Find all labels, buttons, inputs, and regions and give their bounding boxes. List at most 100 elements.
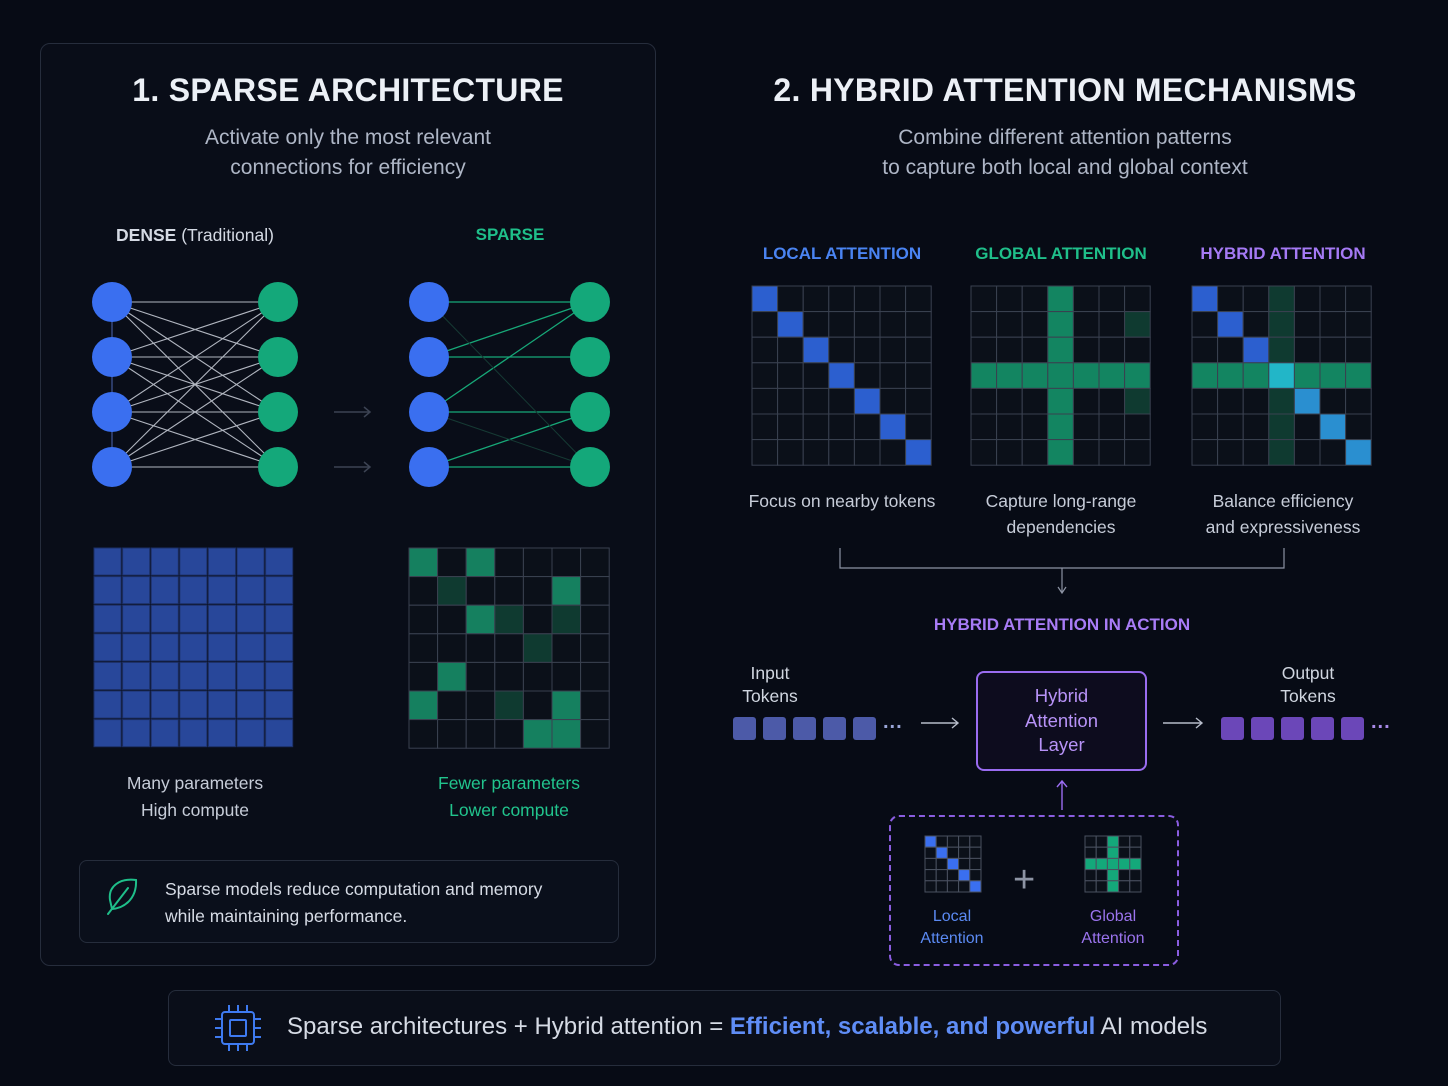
dense-matrix-cell	[93, 604, 122, 633]
global-attention-cell	[1021, 413, 1049, 441]
mini-local-cell	[958, 880, 971, 893]
sparse-matrix-cell	[437, 547, 467, 578]
hybrid-attention-cell	[1345, 362, 1372, 389]
sparse-matrix-cell	[551, 661, 582, 692]
hybrid-attention-cell	[1191, 362, 1219, 389]
dense-input-node	[92, 392, 132, 432]
local-attention-cell	[853, 387, 881, 415]
hybrid-attention-cell	[1242, 439, 1270, 466]
sparse-matrix-cell	[408, 604, 439, 635]
global-attention-cell	[970, 285, 998, 313]
mini-global-cell	[1106, 869, 1120, 882]
local-attention-cell	[751, 285, 779, 313]
mini-local-cell	[946, 846, 960, 859]
hybrid-attention-layer: Hybrid Attention Layer	[976, 671, 1147, 771]
faint-connection	[428, 411, 591, 468]
mini-global-cell	[1106, 857, 1120, 871]
mini-local-cell	[935, 835, 948, 848]
dense-matrix-cell	[236, 576, 265, 605]
mini-local-cell	[969, 846, 982, 859]
hybrid-attention-cell	[1268, 439, 1295, 466]
hybrid-attention-cell	[1191, 311, 1219, 338]
hybrid-attention-cell	[1268, 311, 1295, 338]
local-attention-cell	[802, 311, 830, 338]
hybrid-attention-title: 2. HYBRID ATTENTION MECHANISMS	[773, 72, 1357, 108]
global-attention-cell	[1072, 413, 1100, 441]
global-attention-caption: Capture long-range dependencies	[985, 491, 1137, 537]
dense-matrix-cell	[236, 633, 265, 662]
global-attention-cell	[1047, 362, 1074, 389]
local-attention-cell	[828, 336, 855, 364]
sparse-network	[409, 282, 610, 487]
hybrid-attention-cell	[1293, 336, 1321, 364]
dense-connection	[111, 301, 279, 468]
local-attention-cell	[905, 413, 932, 441]
output-tokens-label: Output Tokens	[1280, 663, 1336, 706]
sparse-matrix-cell	[580, 633, 610, 663]
local-attention-cell	[905, 439, 932, 466]
summary-banner	[168, 990, 1281, 1066]
mini-global-cell	[1084, 869, 1097, 882]
dense-matrix-cell	[207, 547, 236, 576]
mini-global-cell	[1106, 880, 1120, 893]
sparse-matrix-cell	[522, 690, 553, 721]
hybrid-attention-cell	[1268, 413, 1295, 441]
hybrid-attention-cell	[1242, 362, 1270, 389]
dense-matrix-cell	[93, 547, 122, 576]
global-attention-cell	[996, 311, 1023, 338]
sparse-matrix-cell	[408, 547, 439, 578]
local-attention-cell	[879, 439, 907, 466]
hybrid-attention-matrix	[1191, 285, 1372, 466]
dense-matrix-cell	[179, 604, 208, 633]
sparse-matrix-cell	[408, 633, 439, 663]
mini-global-cell	[1095, 846, 1108, 859]
hybrid-attention-cell	[1293, 439, 1321, 466]
sparse-matrix-cell	[437, 576, 467, 606]
dense-connection	[111, 301, 279, 413]
hybrid-attention-cell	[1268, 285, 1295, 313]
hybrid-attention-cell	[1319, 413, 1347, 441]
hybrid-attention-cell	[1319, 285, 1347, 313]
local-attention-label: LOCAL ATTENTION	[762, 244, 922, 263]
sparse-matrix-cell	[465, 633, 496, 663]
global-attention-cell	[1098, 285, 1126, 313]
dense-matrix-cell	[207, 576, 236, 605]
sparse-matrix-cell	[522, 576, 553, 606]
local-attention-cell	[751, 311, 779, 338]
sparse-matrix-cell	[494, 719, 524, 749]
mini-global-cell	[1095, 835, 1108, 848]
dense-matrix-cell	[150, 633, 179, 662]
mini-local-cell	[935, 869, 948, 882]
local-attention-cell	[828, 439, 855, 466]
sparse-matrix-cell	[494, 690, 524, 721]
sparse-output-node	[570, 337, 610, 377]
dense-matrix-cell	[207, 719, 236, 748]
global-attention-mini-matrix	[1084, 835, 1142, 893]
local-attention-cell	[777, 285, 804, 313]
sparse-matrix-cell	[465, 661, 496, 692]
hybrid-attention-cell	[1242, 285, 1270, 313]
chip-icon	[215, 1005, 261, 1051]
mini-local-cell	[969, 857, 982, 871]
local-attention-cell	[828, 362, 855, 389]
global-attention-cell	[1047, 413, 1074, 441]
dense-matrix-cell	[122, 633, 151, 662]
dense-matrix-cell	[122, 690, 151, 719]
global-attention-cell	[970, 336, 998, 364]
local-mini-label: Local Attention	[920, 908, 984, 947]
local-attention-cell	[751, 413, 779, 441]
merge-bracket	[839, 548, 1285, 595]
local-attention-cell	[828, 387, 855, 415]
sparse-matrix-cell	[494, 547, 524, 578]
sparse-matrix-cell	[465, 719, 496, 749]
hybrid-attention-cell	[1319, 336, 1347, 364]
dense-matrix-cell	[122, 547, 151, 576]
global-attention-matrix	[970, 285, 1151, 466]
output-token	[1221, 717, 1244, 740]
dense-matrix-cell	[265, 604, 294, 633]
global-attention-cell	[1124, 336, 1151, 364]
local-attention-cell	[777, 311, 804, 338]
sparse-matrix-cell	[580, 547, 610, 578]
hybrid-attention-cell	[1217, 336, 1244, 364]
hybrid-attention-cell	[1217, 362, 1244, 389]
